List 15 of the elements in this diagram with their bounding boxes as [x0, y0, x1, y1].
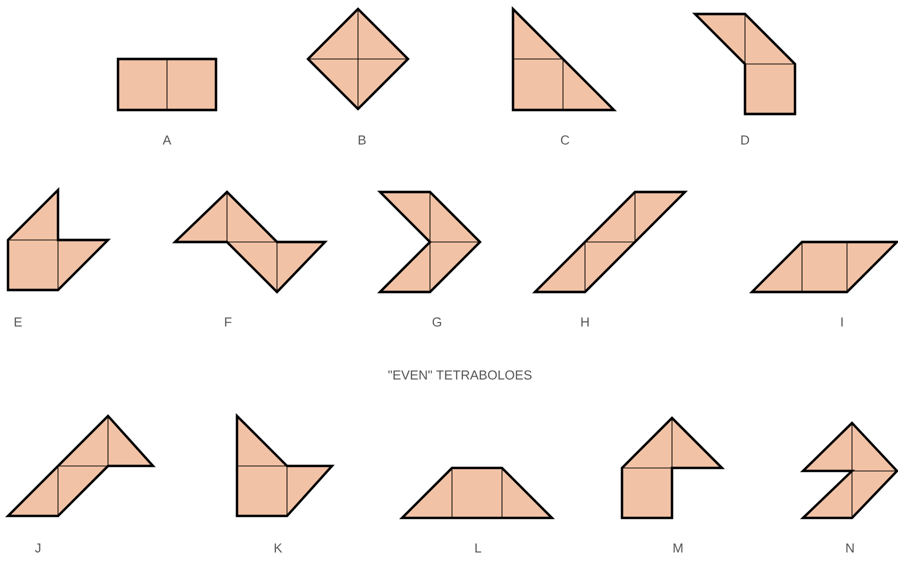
shape-letter: C — [560, 135, 570, 145]
shape-letter: L — [475, 544, 482, 552]
shape-letter: I — [841, 318, 843, 326]
shape-letter: G — [432, 317, 442, 327]
shape-letter: E — [14, 318, 22, 326]
shape-letter: A — [162, 136, 172, 144]
shape-letter: N — [846, 544, 854, 552]
shape-letter: H — [581, 318, 589, 326]
shape-letter: F — [225, 318, 232, 326]
shape-letter: J — [34, 543, 40, 553]
heading: "EVEN" TETRABOLOES — [388, 370, 532, 380]
shape-letter: M — [674, 544, 682, 552]
shape-letter: K — [274, 544, 282, 552]
shape-letter: D — [741, 136, 750, 144]
shape-letter: B — [358, 136, 366, 144]
